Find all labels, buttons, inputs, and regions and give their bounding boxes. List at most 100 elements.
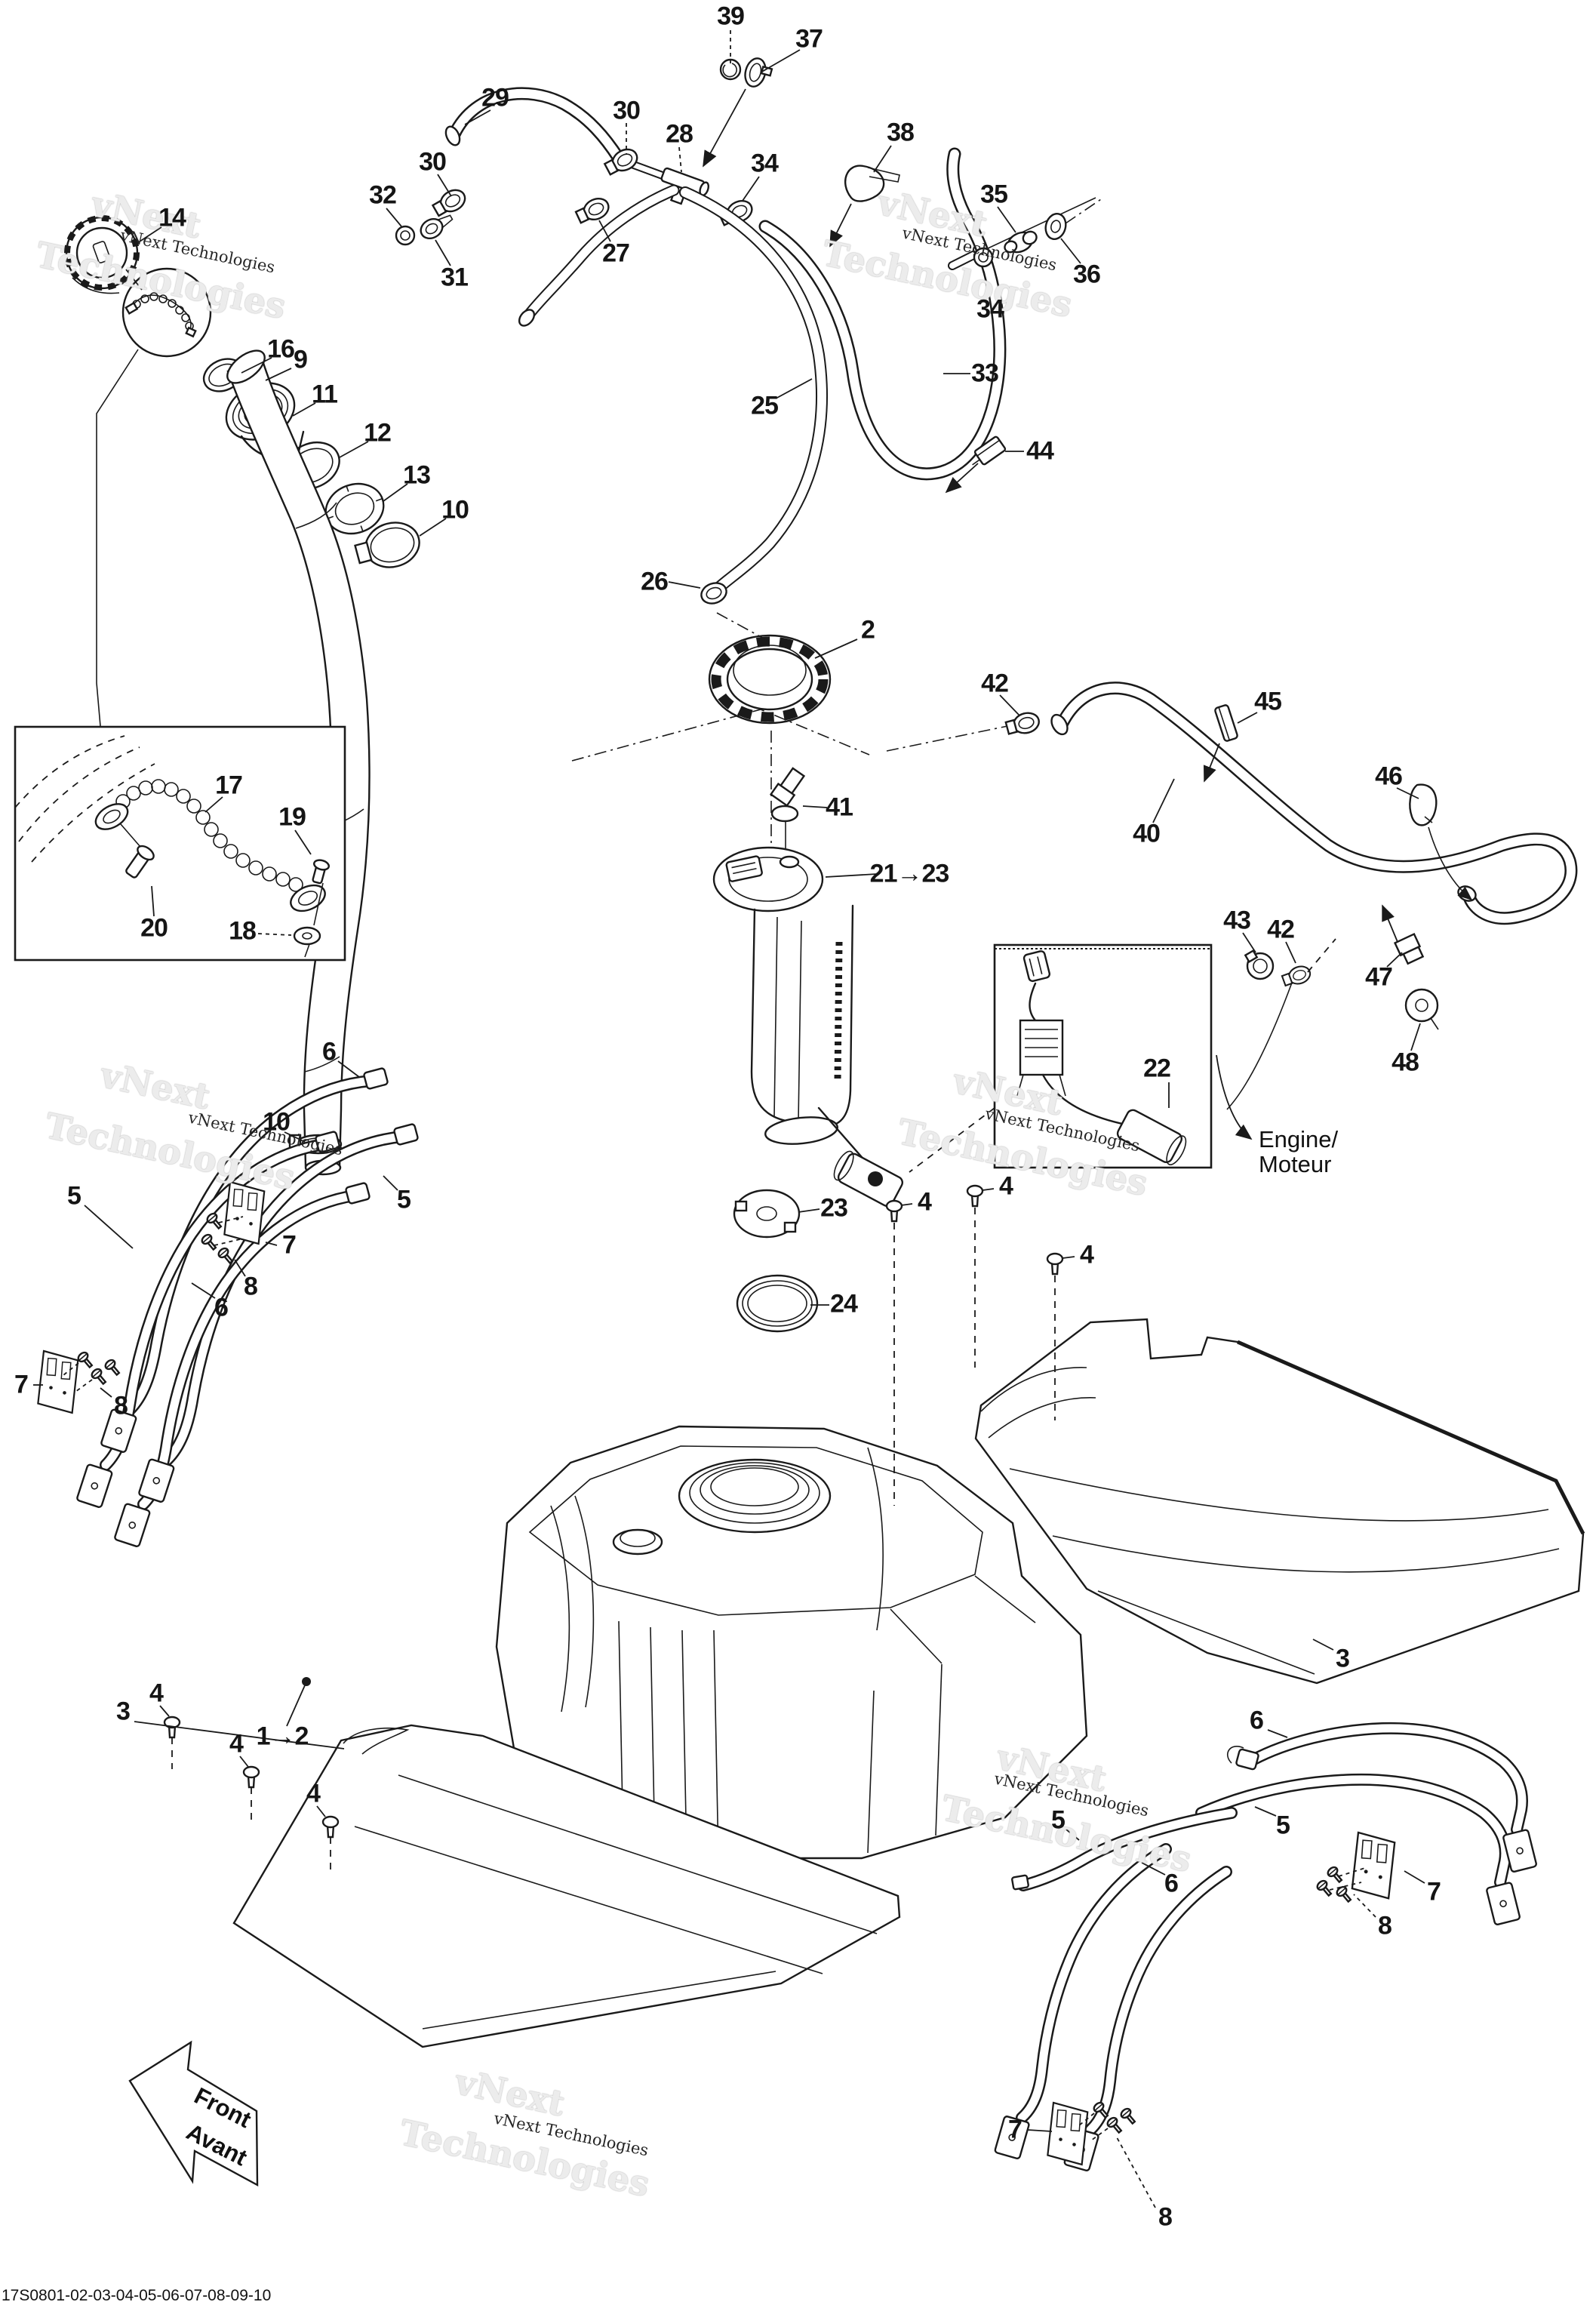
fitting-31 bbox=[420, 214, 454, 240]
callout-24-52: 24 bbox=[830, 1289, 858, 1319]
rivet-20 bbox=[125, 845, 155, 879]
callout-34-14: 34 bbox=[976, 294, 1004, 324]
straps-right bbox=[993, 1722, 1538, 2172]
callout-9-16: 9 bbox=[294, 345, 308, 374]
callout-47-38: 47 bbox=[1365, 962, 1393, 992]
skid-plate-left bbox=[232, 1724, 901, 2048]
callout-40-32: 40 bbox=[1133, 819, 1161, 848]
wire-43 bbox=[1226, 982, 1293, 1110]
callout-23-47: 23 bbox=[820, 1193, 848, 1223]
rivet-19 bbox=[312, 859, 330, 885]
dash-42b bbox=[1307, 938, 1336, 973]
callout-6-64: 6 bbox=[1164, 1869, 1179, 1898]
callout-45-27: 45 bbox=[1254, 687, 1282, 716]
engine-label-line1: Engine/ bbox=[1259, 1126, 1339, 1152]
clamp-26 bbox=[700, 582, 727, 605]
callout-13-22: 13 bbox=[403, 460, 431, 490]
screws-4 bbox=[163, 1184, 1064, 1870]
leader-cap-to-box bbox=[96, 349, 139, 727]
callout-3-57: 3 bbox=[1336, 1644, 1350, 1673]
callout-4-60: 4 bbox=[229, 1729, 244, 1759]
callout-34-6: 34 bbox=[751, 149, 779, 178]
callout-12-20: 12 bbox=[364, 418, 392, 448]
fuel-cap bbox=[64, 215, 140, 294]
callout-42-26: 42 bbox=[981, 669, 1009, 698]
callout-8-68: 8 bbox=[1158, 2202, 1173, 2232]
callout-1→2-59: 1→2 bbox=[256, 1722, 309, 1751]
callout-10-23: 10 bbox=[441, 495, 469, 525]
callout-6-58: 6 bbox=[1250, 1706, 1264, 1735]
fuel-line-35-36 bbox=[948, 197, 1096, 270]
callout-37-1: 37 bbox=[795, 24, 823, 54]
callout-43-34: 43 bbox=[1223, 906, 1251, 935]
callout-22-40: 22 bbox=[1143, 1054, 1171, 1083]
callout-6-39: 6 bbox=[322, 1037, 337, 1066]
bracket-7-bottom bbox=[1046, 2100, 1139, 2166]
footer-part-code: 17S0801-02-03-04-05-06-07-08-09-10 bbox=[2, 2287, 272, 2304]
callout-5-63: 5 bbox=[1276, 1811, 1290, 1840]
tie-wrap-38 bbox=[844, 165, 900, 202]
check-valve-35 bbox=[1004, 230, 1038, 254]
hose-to-27 bbox=[518, 184, 680, 327]
callout-19-31: 19 bbox=[278, 802, 306, 832]
leader-lines bbox=[33, 30, 1425, 2208]
vent-hose-40 bbox=[1050, 682, 1578, 925]
ring-nut-2 bbox=[708, 634, 832, 725]
nut-39 bbox=[719, 58, 742, 81]
cap-tether-inset-circle bbox=[121, 267, 212, 358]
callout-30-7: 30 bbox=[419, 147, 447, 177]
clamp-37 bbox=[744, 57, 773, 88]
callout-16-15: 16 bbox=[267, 334, 295, 364]
front-direction-arrow bbox=[128, 2040, 259, 2187]
breather-hose-33 bbox=[758, 147, 1007, 481]
engine-label-line2: Moteur bbox=[1259, 1150, 1332, 1177]
grommet-48 bbox=[1404, 988, 1439, 1030]
callout-7-67: 7 bbox=[1008, 2115, 1022, 2144]
callout-7-53: 7 bbox=[14, 1370, 29, 1399]
callout-2-25: 2 bbox=[861, 615, 875, 645]
callout-21→23-33: 21→23 bbox=[869, 859, 950, 888]
clamp-10-upper bbox=[354, 522, 420, 568]
valve-43 bbox=[1244, 949, 1275, 980]
sender-inset-box bbox=[909, 943, 1213, 1173]
callout-44-21: 44 bbox=[1026, 436, 1054, 466]
callout-29-2: 29 bbox=[481, 83, 509, 112]
callout-17-29: 17 bbox=[215, 771, 243, 800]
callout-4-50: 4 bbox=[1080, 1240, 1094, 1269]
elbow-47 bbox=[1382, 904, 1425, 965]
callout-38-5: 38 bbox=[887, 118, 915, 147]
callout-33-17: 33 bbox=[971, 359, 999, 388]
clamp-42-a bbox=[1004, 709, 1042, 739]
vent-hose-29 bbox=[444, 87, 682, 186]
supply-hose-25 bbox=[679, 186, 828, 597]
callout-35-9: 35 bbox=[980, 180, 1008, 209]
tie-45 bbox=[1203, 704, 1238, 783]
callout-41-30: 41 bbox=[826, 792, 853, 822]
seal-ring-24 bbox=[736, 1274, 819, 1333]
skid-plate-right bbox=[974, 1318, 1585, 1685]
bracket-7-right bbox=[1315, 1831, 1397, 1905]
clamp-30-b bbox=[429, 185, 470, 220]
callout-7-65: 7 bbox=[1427, 1877, 1441, 1906]
callout-30-3: 30 bbox=[613, 96, 641, 125]
filler-hose-9 bbox=[226, 349, 371, 1176]
bracket-7-bottom-left bbox=[36, 1349, 123, 1414]
callout-5-43: 5 bbox=[67, 1181, 81, 1211]
engine-label: Engine/ Moteur bbox=[1259, 1126, 1339, 1177]
engine-pointer-arrow bbox=[1216, 1054, 1253, 1140]
callout-10-42: 10 bbox=[263, 1107, 291, 1137]
callout-14-10: 14 bbox=[158, 203, 186, 232]
callout-8-54: 8 bbox=[114, 1391, 128, 1420]
callout-32-8: 32 bbox=[369, 180, 397, 210]
callout-6-48: 6 bbox=[214, 1293, 229, 1322]
callout-4-46: 4 bbox=[918, 1187, 932, 1217]
callout-5-62: 5 bbox=[1051, 1805, 1066, 1835]
callout-42-37: 42 bbox=[1267, 915, 1295, 944]
callout-39-0: 39 bbox=[717, 2, 745, 31]
callout-48-41: 48 bbox=[1392, 1048, 1419, 1077]
retainer-plate-23 bbox=[733, 1189, 801, 1239]
callout-4-56: 4 bbox=[149, 1679, 164, 1708]
callout-36-13: 36 bbox=[1073, 260, 1101, 289]
